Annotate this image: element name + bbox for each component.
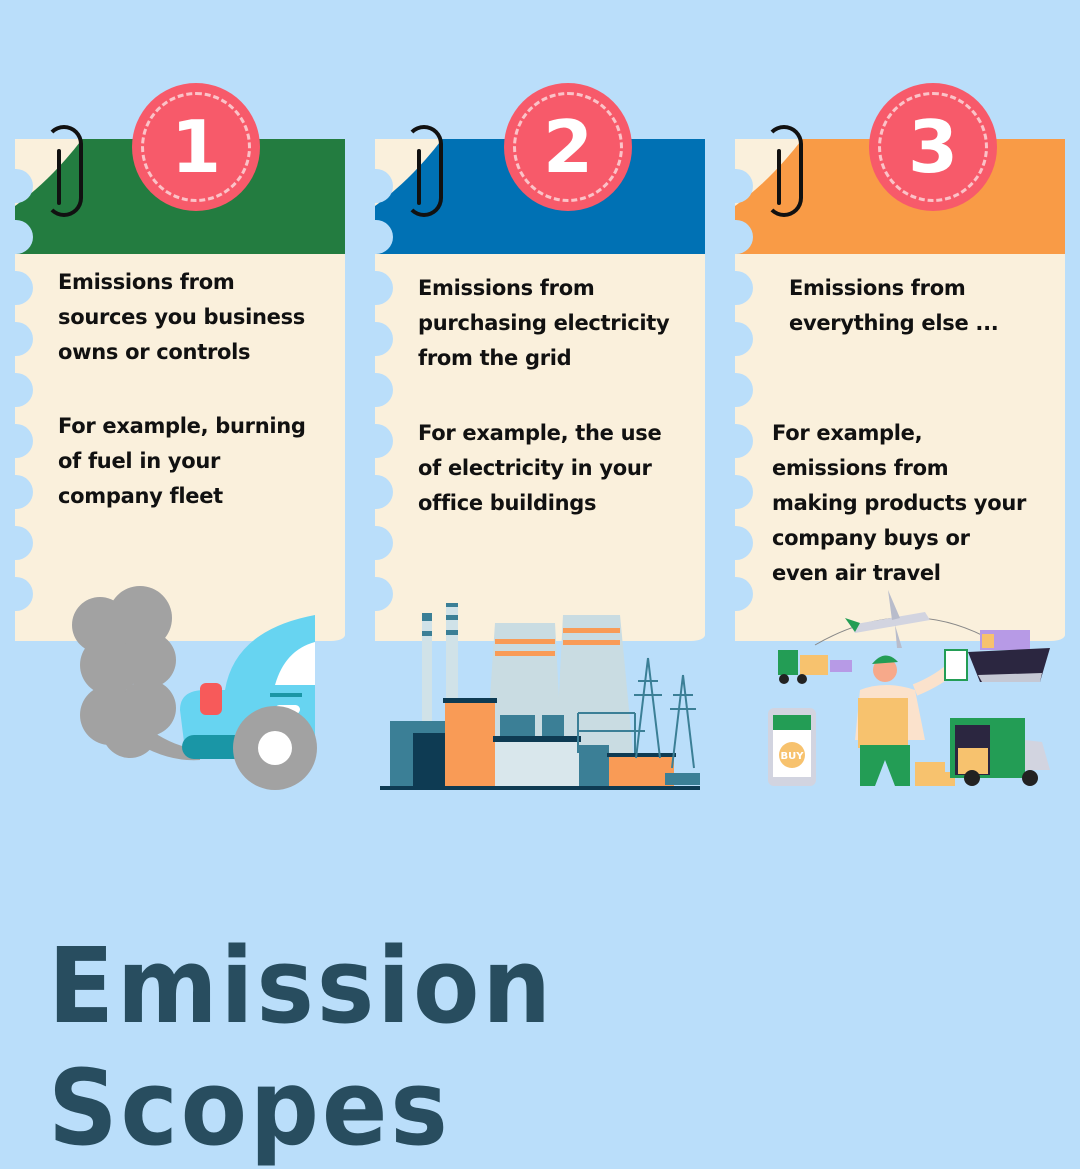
scope-2-number-badge: 2 [504,83,632,211]
scope-3-card: 3 Emissions from everything else ... For… [727,83,1065,641]
scope-3-description: Emissions from everything else ... [789,276,999,335]
paperclip-icon [405,125,443,217]
page-title: Emission Scopes [48,925,554,1169]
scope-1-example: For example, burning of fuel in your com… [58,414,306,508]
scope-3-example: For example, emissions from making produ… [772,421,1027,585]
car-exhaust-icon [72,586,317,790]
scope-3-number-badge: 3 [869,83,997,211]
scope-2-card: 2 Emissions from purchasing electricity … [367,83,705,641]
paperclip-icon [45,125,83,217]
scope-2-example: For example, the use of electricity in y… [418,421,662,515]
paperclip-icon [765,125,803,217]
scope-1-description: Emissions from sources you business owns… [58,270,305,364]
scope-2-description: Emissions from purchasing electricity fr… [418,276,670,370]
scope-1-card: 1 Emissions from sources you business ow… [7,83,345,641]
buy-label: BUY [781,751,805,762]
scope-1-number-badge: 1 [132,83,260,211]
power-plant-icon [380,603,700,790]
supply-chain-logistics-icon: BUY [768,590,1050,786]
